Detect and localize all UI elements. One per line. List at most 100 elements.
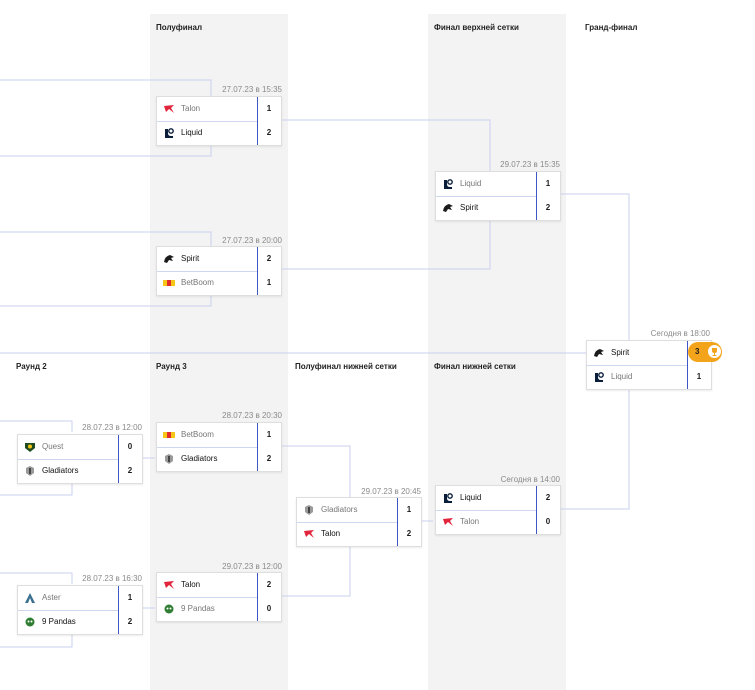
score-divider: [257, 247, 258, 295]
score-divider: [536, 486, 537, 534]
score-divider: [257, 97, 258, 145]
talon-logo-icon: [304, 530, 314, 538]
team-score: 2: [266, 454, 272, 463]
column-title-round-2: Раунд 2: [16, 362, 47, 371]
match-time: 28.07.23 в 20:30: [222, 411, 282, 420]
match-card[interactable]: Gladiators 1 Talon 2: [296, 497, 422, 547]
match-card[interactable]: Talon 1 Liquid 2: [156, 96, 282, 146]
team-name: Gladiators: [181, 454, 218, 463]
team-name: Spirit: [611, 348, 630, 357]
trophy-icon: [708, 345, 721, 358]
quest-logo-icon: [25, 443, 35, 452]
team-row[interactable]: Spirit: [587, 341, 711, 365]
team-row[interactable]: BetBoom 1: [157, 423, 281, 447]
column-title-lower-semifinal: Полуфинал нижней сетки: [295, 362, 397, 371]
team-row[interactable]: Liquid 2: [157, 121, 281, 145]
gladiators-logo-icon: [165, 454, 173, 464]
liquid-logo-icon: [444, 493, 453, 503]
match-card[interactable]: Liquid 1 Spirit 2: [435, 171, 561, 221]
team-name: 9 Pandas: [181, 604, 215, 613]
team-name: Liquid: [460, 493, 482, 502]
match-card[interactable]: Spirit 2 BetBoom 1: [156, 246, 282, 296]
score-divider: [257, 423, 258, 471]
column-title-round-3: Раунд 3: [156, 362, 187, 371]
score-divider: [687, 341, 688, 389]
team-score: 1: [266, 278, 272, 287]
team-score: 3: [695, 347, 700, 356]
team-row[interactable]: Gladiators 2: [157, 447, 281, 471]
team-score: 1: [266, 104, 272, 113]
team-name: BetBoom: [181, 278, 214, 287]
team-score: 1: [127, 593, 133, 602]
spirit-logo-icon: [594, 349, 604, 357]
spirit-logo-icon: [443, 204, 453, 212]
score-divider: [118, 435, 119, 483]
team-row[interactable]: 9 Pandas 2: [18, 610, 142, 634]
team-name: Talon: [460, 517, 480, 526]
team-name: Liquid: [460, 179, 482, 188]
team-name: BetBoom: [181, 430, 214, 439]
team-score: 1: [545, 179, 551, 188]
score-divider: [257, 573, 258, 621]
team-name: Spirit: [460, 203, 479, 212]
team-row[interactable]: Talon 1: [157, 97, 281, 121]
team-name: Gladiators: [321, 505, 358, 514]
row-divider: [157, 121, 257, 122]
score-divider: [536, 172, 537, 220]
liquid-logo-icon: [444, 179, 453, 189]
team-name: Talon: [321, 529, 341, 538]
match-card[interactable]: BetBoom 1 Gladiators 2: [156, 422, 282, 472]
team-row[interactable]: Talon 2: [157, 573, 281, 597]
match-time: 29.07.23 в 20:45: [361, 487, 421, 496]
team-row[interactable]: Liquid 1: [587, 365, 711, 389]
betboom-logo-icon: [163, 280, 175, 286]
row-divider: [157, 271, 257, 272]
column-title-lower-final: Финал нижней сетки: [434, 362, 516, 371]
team-row[interactable]: Quest 0: [18, 435, 142, 459]
team-name: Quest: [42, 442, 64, 451]
winner-trophy-badge: 3: [688, 342, 722, 362]
team-row[interactable]: Liquid 1: [436, 172, 560, 196]
team-name: Liquid: [181, 128, 203, 137]
team-score: 2: [545, 493, 551, 502]
match-card[interactable]: Quest 0 Gladiators 2: [17, 434, 143, 484]
team-row[interactable]: Aster 1: [18, 586, 142, 610]
row-divider: [18, 459, 118, 460]
team-name: Talon: [181, 580, 201, 589]
column-title-grand-final: Гранд-финал: [585, 23, 638, 32]
team-row[interactable]: 9 Pandas 0: [157, 597, 281, 621]
team-name: Liquid: [611, 372, 633, 381]
team-score: 1: [696, 372, 702, 381]
column-title-upper-final: Финал верхней сетки: [434, 23, 519, 32]
team-row[interactable]: BetBoom 1: [157, 271, 281, 295]
match-time: 29.07.23 в 15:35: [500, 160, 560, 169]
row-divider: [297, 522, 397, 523]
match-time: 29.07.23 в 12:00: [222, 562, 282, 571]
row-divider: [18, 610, 118, 611]
gladiators-logo-icon: [305, 505, 313, 515]
team-row[interactable]: Spirit 2: [157, 247, 281, 271]
team-row[interactable]: Talon 0: [436, 510, 560, 534]
team-row[interactable]: Spirit 2: [436, 196, 560, 220]
team-row[interactable]: Gladiators 1: [297, 498, 421, 522]
match-time: 27.07.23 в 20:00: [222, 236, 282, 245]
team-score: 2: [266, 128, 272, 137]
spirit-logo-icon: [164, 255, 174, 263]
team-name: 9 Pandas: [42, 617, 76, 626]
team-name: Aster: [42, 593, 61, 602]
team-score: 0: [266, 604, 272, 613]
betboom-logo-icon: [163, 432, 175, 438]
talon-logo-icon: [164, 105, 174, 113]
match-card[interactable]: Liquid 2 Talon 0: [435, 485, 561, 535]
score-divider: [118, 586, 119, 634]
team-name: Talon: [181, 104, 201, 113]
team-row[interactable]: Liquid 2: [436, 486, 560, 510]
match-time: 28.07.23 в 12:00: [82, 423, 142, 432]
match-card[interactable]: Talon 2 9 Pandas 0: [156, 572, 282, 622]
team-score: 1: [406, 505, 412, 514]
talon-logo-icon: [443, 518, 453, 526]
row-divider: [157, 447, 257, 448]
team-row[interactable]: Gladiators 2: [18, 459, 142, 483]
match-card[interactable]: Aster 1 9 Pandas 2: [17, 585, 143, 635]
team-row[interactable]: Talon 2: [297, 522, 421, 546]
